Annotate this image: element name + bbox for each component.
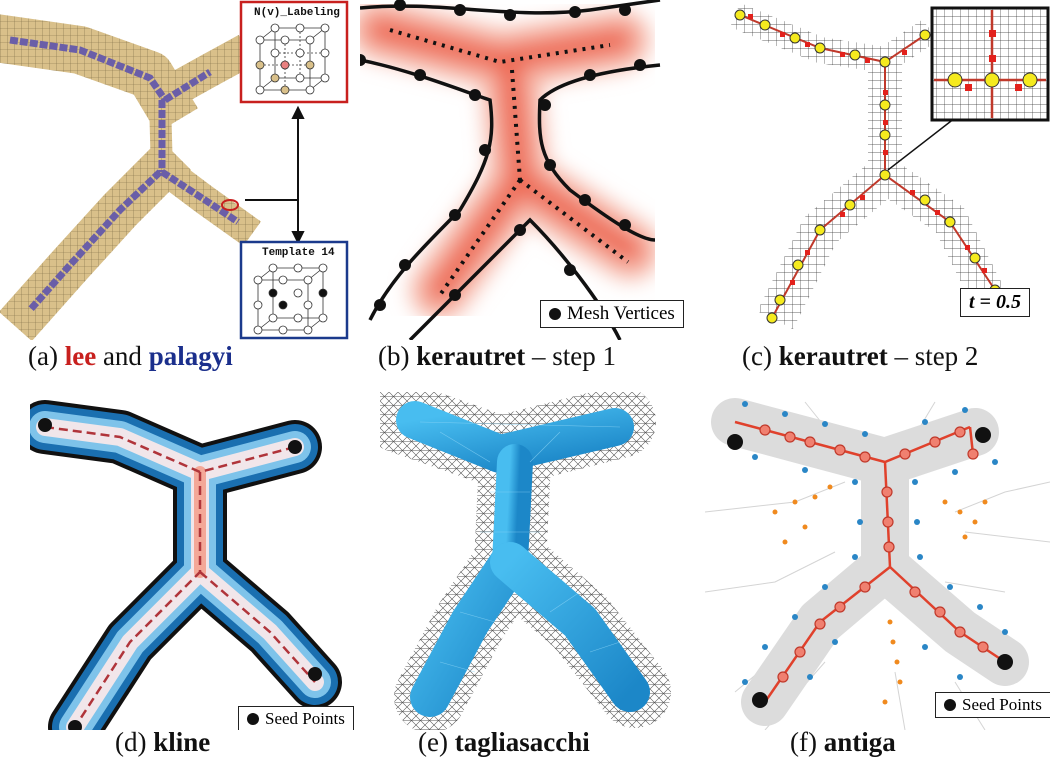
skeleton-yellow-nodes — [734, 9, 1001, 324]
surface-grid — [419, 421, 621, 673]
panel-b-figure — [360, 0, 661, 340]
centerline-spheres — [759, 424, 989, 683]
caption-c-prefix: (c) — [742, 341, 772, 371]
panel-f-figure — [705, 398, 1050, 730]
panel-e — [380, 392, 680, 730]
caption-c-suffix: – step 2 — [894, 341, 979, 371]
legend-threshold: t = 0.5 — [960, 288, 1030, 317]
caption-b-name: kerautret — [416, 341, 526, 371]
legend-threshold-text: t = 0.5 — [969, 291, 1021, 313]
inset-template-cube — [253, 263, 328, 335]
panel-a: N(v)_Labeling Template 14 — [0, 0, 350, 340]
inset-template-box — [239, 240, 349, 340]
inset-labeling-title: N(v)_Labeling — [254, 7, 340, 19]
inset-labeling-cube — [255, 23, 330, 95]
zoom-inset — [930, 6, 1050, 122]
panel-e-figure — [380, 392, 671, 730]
caption-d-prefix: (d) — [115, 727, 147, 757]
caption-a-name-palagyi: palagyi — [148, 341, 233, 371]
geodesic-paths — [44, 425, 316, 728]
panel-c-figure — [730, 2, 1050, 329]
orange-voronoi-points — [772, 484, 988, 705]
caption-a-and: and — [102, 341, 142, 371]
caption-a-name-lee: lee — [64, 341, 97, 371]
caption-c: (c) kerautret – step 2 — [742, 341, 978, 372]
legend-seed-points-f-text: Seed Points — [962, 695, 1042, 714]
caption-b: (b) kerautret – step 1 — [378, 341, 616, 372]
voxel-shape — [0, 14, 261, 340]
caption-e: (e) tagliasacchi — [418, 727, 590, 758]
legend-dot-icon — [247, 713, 259, 725]
highlight-marker — [221, 199, 239, 211]
caption-a: (a) lee and palagyi — [28, 341, 233, 372]
legend-mesh-vertices-text: Mesh Vertices — [567, 303, 675, 324]
caption-f-name: antiga — [823, 727, 896, 757]
legend-seed-points-d-text: Seed Points — [265, 709, 345, 728]
caption-f: (f) antiga — [790, 727, 896, 758]
blue-boundary-points — [742, 401, 1008, 685]
legend-mesh-vertices: Mesh Vertices — [540, 300, 684, 328]
seed-points — [38, 418, 322, 730]
caption-e-name: tagliasacchi — [454, 727, 590, 757]
inset-template-title: Template 14 — [262, 247, 335, 259]
caption-a-prefix: (a) — [28, 341, 58, 371]
caption-e-prefix: (e) — [418, 727, 448, 757]
medial-surface — [396, 401, 650, 717]
caption-c-name: kerautret — [778, 341, 888, 371]
legend-dot-icon — [944, 699, 956, 711]
caption-b-suffix: – step 1 — [531, 341, 616, 371]
panel-d: Seed Points — [30, 392, 360, 730]
panel-b: Mesh Vertices — [360, 0, 700, 340]
legend-dot-icon — [549, 308, 561, 320]
inset-labeling-box — [239, 0, 349, 104]
skeleton-red-squares — [748, 14, 987, 285]
panel-a-figure — [0, 0, 349, 340]
connector-arrows — [245, 105, 305, 245]
panel-f: Seed Points — [705, 392, 1050, 730]
legend-seed-points-f: Seed Points — [935, 692, 1050, 718]
seed-points-f — [727, 427, 1013, 708]
caption-b-prefix: (b) — [378, 341, 410, 371]
caption-f-prefix: (f) — [790, 727, 817, 757]
zoom-connector — [887, 117, 956, 171]
skeleton-dots — [389, 28, 630, 297]
caption-d-name: kline — [153, 727, 211, 757]
distance-heatmap — [360, 0, 660, 320]
voxel-skeleton — [9, 36, 240, 313]
panel-c: t = 0.5 — [720, 0, 1052, 340]
distance-tube — [30, 400, 342, 730]
caption-d: (d) kline — [115, 727, 210, 758]
legend-seed-points-d: Seed Points — [238, 706, 354, 730]
panel-d-figure — [30, 400, 342, 730]
vessel-shape — [711, 398, 1029, 726]
